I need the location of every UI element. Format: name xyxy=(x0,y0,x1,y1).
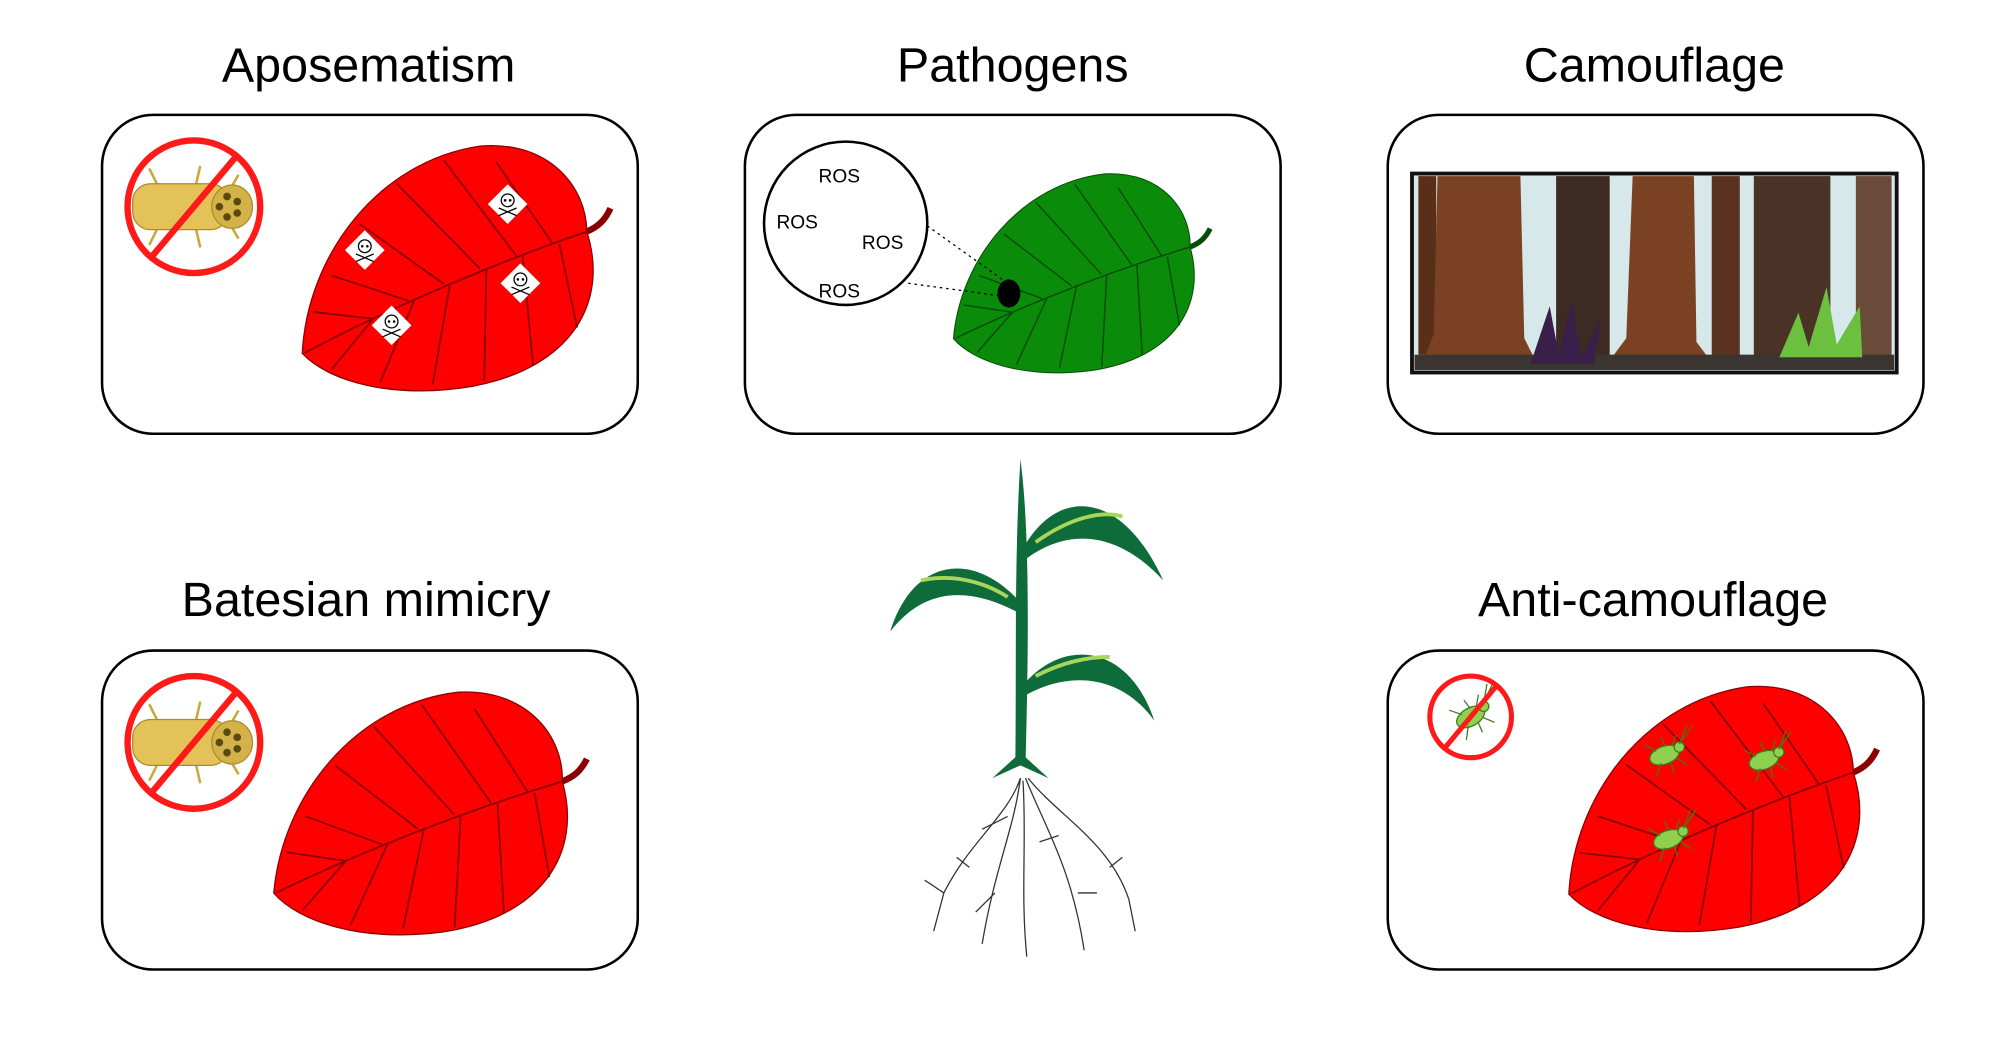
ros-magnifier xyxy=(762,140,929,307)
plant-leaf xyxy=(1022,506,1164,581)
panel-title: Anti-camouflage xyxy=(1478,573,1828,627)
panel-aposematism: Aposematism xyxy=(100,39,641,436)
no-insect-icon xyxy=(124,137,264,277)
panel-batesian-mimicry: Batesian mimicry xyxy=(100,573,640,971)
plant-stem xyxy=(1015,459,1028,766)
forest-scene xyxy=(1410,171,1899,375)
panel-title: Pathogens xyxy=(897,39,1129,93)
plant-roots xyxy=(924,777,1136,957)
panel-title: Batesian mimicry xyxy=(182,573,552,627)
panel-pathogens: Pathogens ROS ROS ROS ROS xyxy=(743,39,1282,436)
plant-illustration xyxy=(890,459,1164,957)
zoom-lines xyxy=(908,225,1009,297)
panel-anti-camouflage: Anti-camouflage xyxy=(1386,573,1925,971)
ros-label: ROS xyxy=(776,212,817,233)
ros-label: ROS xyxy=(862,233,903,254)
infection-spot xyxy=(997,279,1021,308)
no-aphid-icon xyxy=(1427,673,1515,761)
panel-camouflage: Camouflage xyxy=(1386,39,1925,436)
panel-title: Camouflage xyxy=(1524,39,1785,93)
no-insect-icon xyxy=(124,672,264,812)
panel-title: Aposematism xyxy=(222,39,516,93)
ros-label: ROS xyxy=(819,166,860,187)
ros-label: ROS xyxy=(819,281,860,302)
plant-leaf xyxy=(1025,654,1155,721)
